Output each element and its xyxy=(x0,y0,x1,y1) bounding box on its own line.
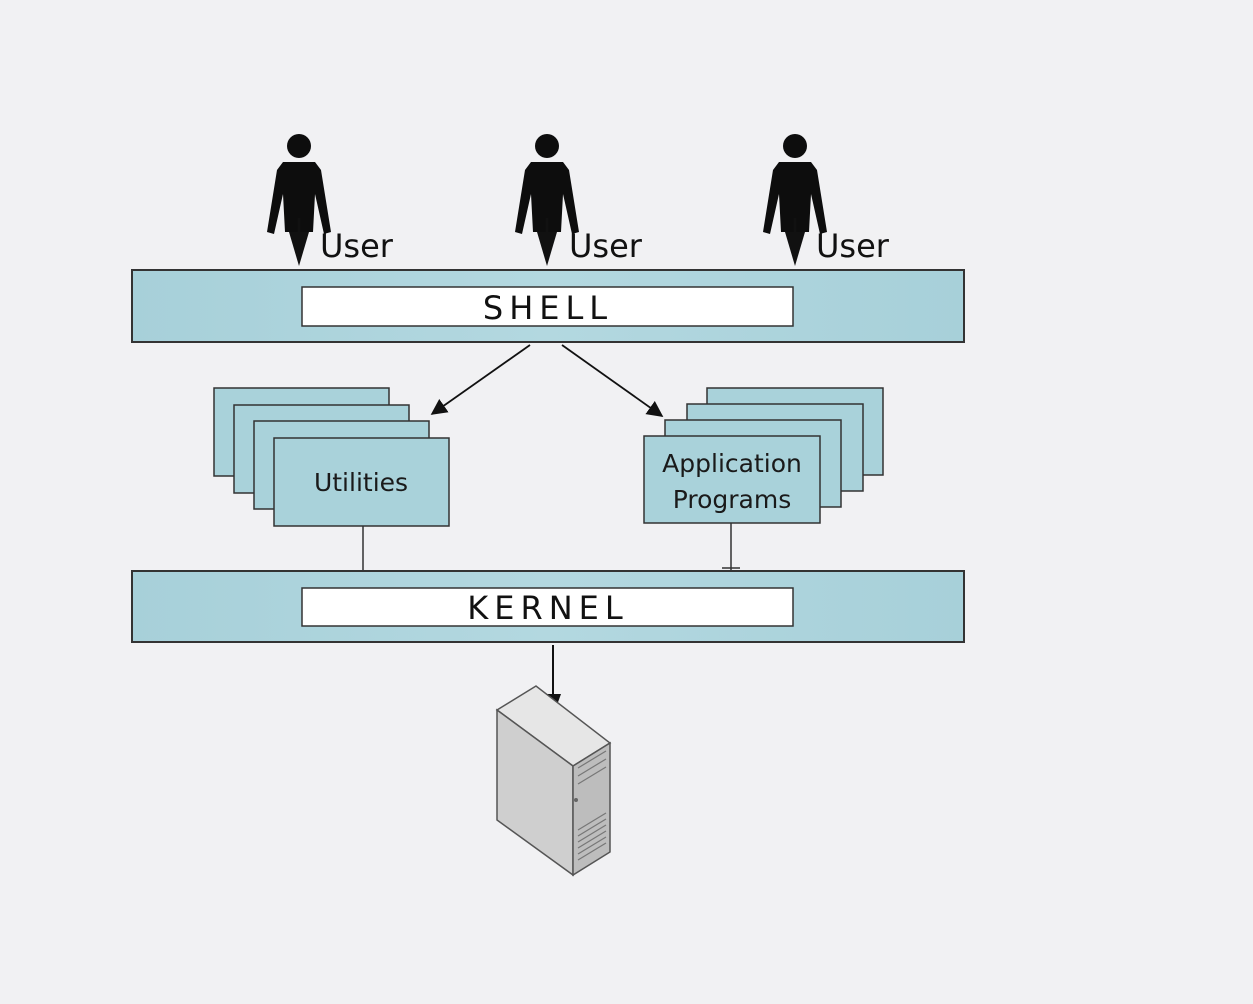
kernel-connectors xyxy=(362,523,740,571)
user-labels: User User User xyxy=(320,227,890,265)
applications-label-line2: Programs xyxy=(673,485,792,514)
shell-layer: SHELL xyxy=(131,269,965,343)
user-label-1: User xyxy=(320,227,394,265)
kernel-layer: KERNEL xyxy=(131,570,965,643)
user-label-2: User xyxy=(569,227,643,265)
user-label-3: User xyxy=(816,227,890,265)
utilities-stack xyxy=(213,387,450,527)
shell-arrows xyxy=(430,344,664,417)
user-arrows xyxy=(289,218,805,266)
utilities-label: Utilities xyxy=(314,468,408,497)
shell-label: SHELL xyxy=(483,289,613,327)
applications-label-line1: Application xyxy=(662,449,802,478)
kernel-label: KERNEL xyxy=(467,589,628,627)
server-tower-icon xyxy=(495,685,612,877)
applications-stack xyxy=(643,387,884,524)
